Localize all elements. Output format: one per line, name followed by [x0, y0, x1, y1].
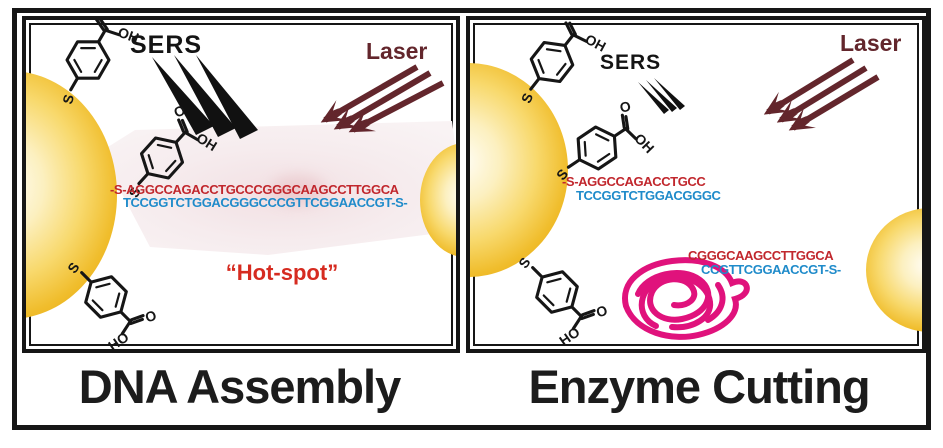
dna-top-strand-right-fragment: CGGGCAAGCCTTGGCA	[688, 248, 834, 263]
laser-label: Laser	[366, 38, 428, 64]
gold-nanoparticle-right	[420, 144, 456, 256]
dna-top-strand: -S-AGGCCAGACCTGCCCGGGCAAGCCTTGGCA	[110, 182, 399, 197]
panel-dna-assembly: SERS Laser -S-AGGCCAGACCTGCCCGGGCAAGCCTT…	[22, 16, 460, 353]
caption-dna-assembly: DNA Assembly	[78, 360, 401, 413]
hotspot-label: “Hot-spot”	[225, 260, 339, 285]
sers-signal-rays	[152, 55, 258, 139]
panel-dna-assembly-graphics	[26, 20, 456, 349]
dna-top-strand-left-fragment: -S-AGGCCAGACCTGCC	[562, 174, 706, 189]
sers-label: SERS	[600, 51, 662, 74]
panel-enzyme-cutting-graphics	[470, 20, 922, 349]
panel-enzyme-cutting: SERS Laser -S-AGGCCAGACCTGCC TCCGGTCTGGA…	[466, 16, 926, 353]
gold-nanoparticle-left	[26, 72, 117, 318]
dna-bottom-strand-left-fragment: TCCGGTCTGGACGGGC	[576, 188, 721, 203]
hotspot-glow	[270, 175, 326, 205]
laser-beam-arrows	[320, 64, 445, 133]
dna-bottom-strand-right-fragment: CCGTTCGGAACCGT-S-	[701, 262, 841, 277]
sers-label: SERS	[130, 31, 203, 59]
caption-enzyme-cutting: Enzyme Cutting	[528, 360, 870, 413]
gold-nanoparticle-right	[866, 208, 922, 332]
laser-beam-arrows	[763, 57, 880, 131]
dna-bottom-strand: TCCGGTCTGGACGGGCCCGTTCGGAACCGT-S-	[123, 195, 408, 210]
mercaptobenzoic-acid-molecule-icon	[63, 252, 160, 349]
laser-label: Laser	[840, 30, 902, 56]
gold-nanoparticle-left	[470, 63, 568, 277]
sers-signal-rays	[638, 78, 685, 114]
mercaptobenzoic-acid-molecule-icon	[514, 247, 611, 349]
enzyme-scribble-icon	[622, 257, 750, 340]
